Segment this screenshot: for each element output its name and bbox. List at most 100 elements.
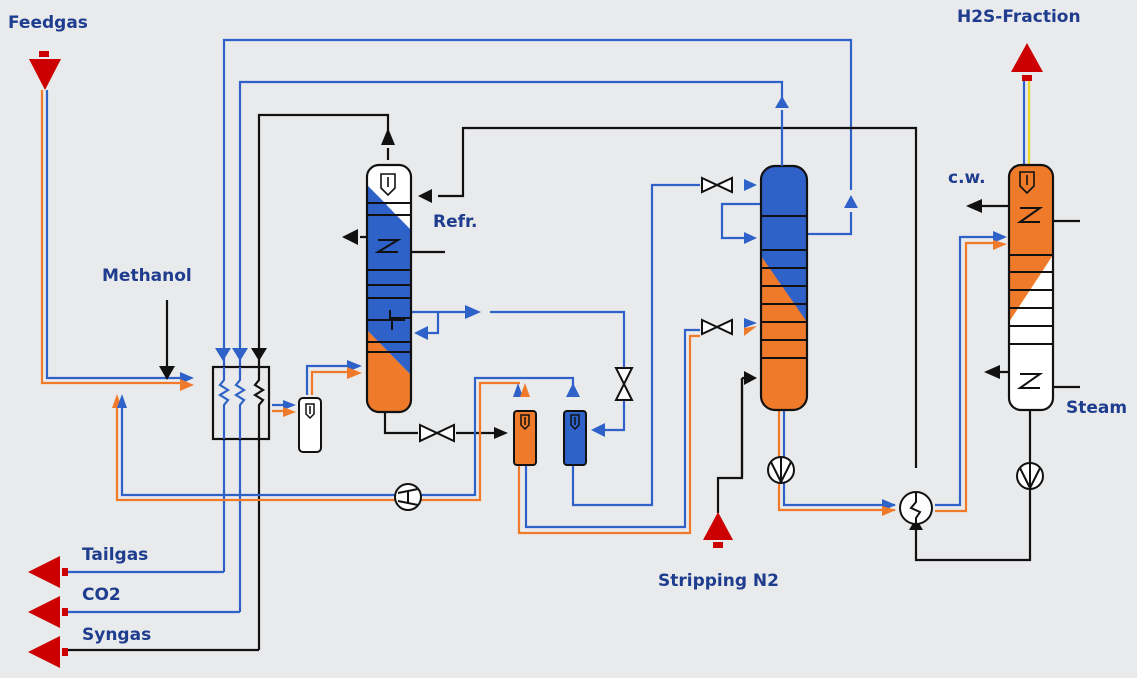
tailgas-line [222, 38, 853, 572]
pump-enrichment-bottom[interactable] [767, 456, 795, 485]
valve-enrichment-middle[interactable] [701, 318, 733, 336]
separator-to-absorber-orange [310, 370, 350, 395]
level-icon [380, 173, 396, 197]
regenerator-bottom-line [914, 410, 1032, 562]
arrow-icon [882, 506, 896, 516]
feedgas-line-orange [40, 90, 186, 385]
steam-label: Steam [1066, 398, 1127, 418]
enrichment-internal-loop [720, 202, 760, 240]
recycle-loop-blue [120, 376, 575, 497]
arrow-icon [993, 240, 1007, 250]
cooler-coil-icon [374, 239, 402, 253]
enrichment-bottom-blue [782, 410, 895, 507]
refrigeration-line [438, 126, 918, 468]
tailgas-outlet-terminal[interactable] [28, 556, 68, 588]
level-icon [570, 414, 580, 431]
co2-outlet-terminal[interactable] [28, 596, 68, 628]
arrow-icon [744, 318, 757, 328]
level-icon [1019, 171, 1035, 195]
stream-lines [40, 38, 1080, 652]
recycle-compressor[interactable] [394, 483, 422, 511]
labels: Feedgas Methanol Refr. Tailgas CO2 Synga… [8, 7, 1127, 645]
h2s-flash-bottom-blue [524, 328, 700, 529]
arrow-icon [283, 400, 296, 410]
absorber-side-draw [412, 310, 626, 372]
level-icon [305, 403, 315, 420]
valve-to-co2-flash [605, 400, 626, 432]
arrow-icon [283, 407, 296, 417]
arrow-icon [180, 379, 194, 391]
valve-absorber-bottom[interactable] [419, 423, 455, 443]
arrow-icon [117, 394, 127, 408]
arrow-icon [232, 348, 248, 361]
condenser-coil-icon [1016, 207, 1044, 223]
syngas-outlet-terminal[interactable] [28, 636, 68, 668]
enrichment-bottom-orange [777, 410, 895, 512]
arrow-icon [966, 199, 982, 213]
separator-to-absorber-blue [305, 364, 350, 395]
enrichment-column[interactable] [759, 110, 809, 412]
valve-enrichment-top[interactable] [701, 176, 733, 194]
separator-vessel[interactable] [298, 397, 322, 453]
absorber-bottom-line [383, 412, 495, 435]
h2s-flash-bottom-orange [517, 334, 700, 535]
arrow-icon [418, 189, 432, 203]
stripping-n2-line [740, 376, 750, 477]
h2s-fraction-outlet-terminal[interactable] [1011, 43, 1043, 81]
chimney-tray-icon [367, 310, 411, 330]
absorber-side-return [428, 312, 440, 335]
arrow-icon [381, 128, 395, 145]
feedgas-line-blue [45, 90, 186, 380]
arrow-icon [566, 383, 580, 397]
stripping-n2-feed [716, 378, 744, 513]
arrow-icon [347, 367, 362, 379]
feedgas-label: Feedgas [8, 13, 88, 33]
reboiler-coil-icon [1016, 373, 1044, 389]
co2-line [238, 80, 784, 612]
arrow-icon [414, 326, 428, 340]
arrow-icon [775, 96, 789, 108]
exchanger-to-regenerator-orange [935, 241, 1000, 513]
enrichment-side-outlet [807, 212, 853, 236]
methanol-label: Methanol [102, 266, 192, 286]
absorber-column[interactable] [365, 163, 413, 414]
tailgas-label: Tailgas [82, 545, 148, 565]
syngas-label: Syngas [82, 625, 151, 645]
valve-side-draw[interactable] [614, 367, 634, 401]
arrow-icon [744, 179, 757, 191]
arrow-icon [251, 348, 267, 361]
arrow-icon [520, 383, 530, 397]
regenerator-column[interactable] [1007, 163, 1055, 412]
arrow-icon [744, 326, 757, 336]
cooling-water-label: c.w. [948, 168, 986, 188]
arrow-icon [342, 229, 358, 245]
level-icon [520, 414, 530, 431]
refrigeration-label: Refr. [433, 212, 477, 232]
arrow-icon [494, 427, 508, 439]
pump-regenerator-bottom[interactable] [1016, 462, 1044, 491]
stripping-n2-inlet-terminal[interactable] [703, 512, 733, 548]
methanol-arrow-icon [159, 366, 175, 380]
recycle-loop-orange [115, 381, 520, 502]
arrow-icon [844, 195, 858, 208]
arrow-icon [513, 383, 523, 397]
feed-heat-exchanger[interactable] [211, 365, 271, 441]
arrow-icon [993, 231, 1007, 243]
exchanger-to-regenerator-blue [935, 235, 1000, 507]
arrow-icon [465, 305, 481, 319]
h2s-fraction-label: H2S-Fraction [957, 7, 1081, 27]
lean-rich-exchanger[interactable] [899, 491, 933, 525]
arrow-icon [215, 348, 231, 361]
stripping-n2-label: Stripping N2 [658, 571, 779, 591]
flash-vessel-co2[interactable] [563, 410, 587, 466]
flash-vessel-h2s[interactable] [513, 410, 537, 466]
arrow-icon [591, 423, 605, 437]
feedgas-inlet-terminal[interactable] [29, 51, 61, 90]
co2-flash-bottom-blue [571, 183, 700, 507]
co2-label: CO2 [82, 585, 121, 605]
arrow-icon [984, 365, 1000, 379]
arrow-icon [744, 232, 757, 244]
arrow-icon [744, 371, 757, 385]
